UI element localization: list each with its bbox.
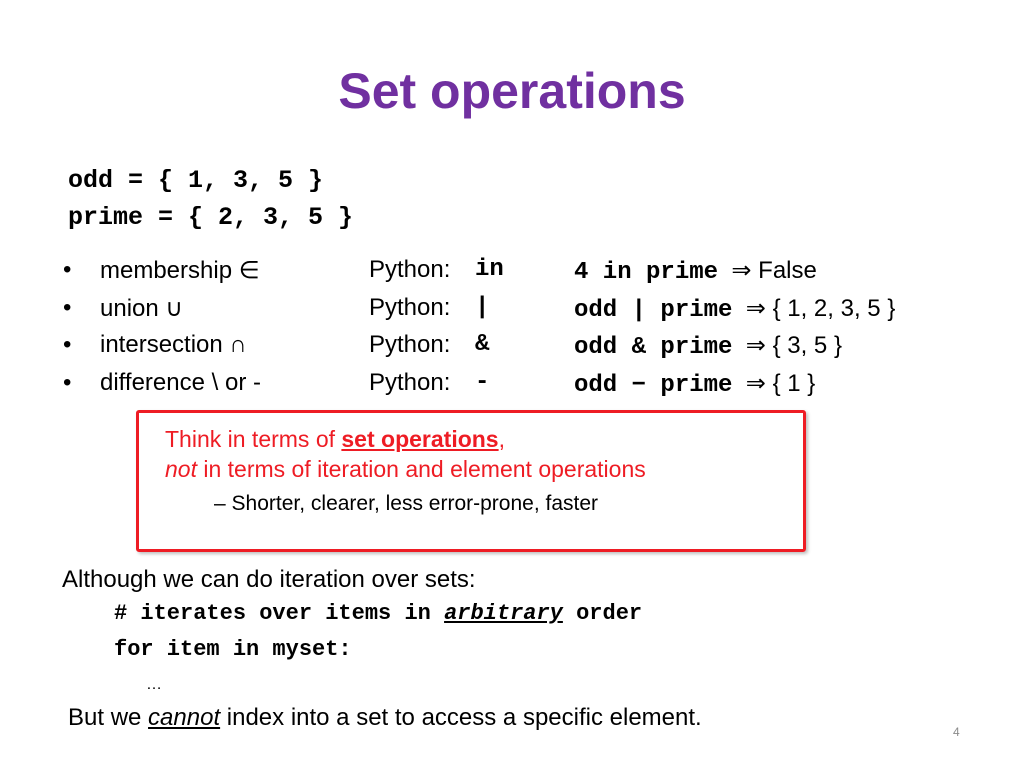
odd-definition: odd = { 1, 3, 5 } [68, 166, 324, 195]
page-number: 4 [953, 725, 960, 739]
example: odd | prime ⇒ { 1, 2, 3, 5 } [574, 294, 895, 324]
operation-name: membership ∈ [100, 257, 260, 284]
implies-icon: ⇒ [731, 257, 752, 284]
callout-subtext: Shorter, clearer, less error-prone, fast… [231, 492, 599, 515]
python-operator: & [475, 331, 490, 358]
example-result: { 1, 2, 3, 5 } [772, 295, 896, 322]
implies-icon: ⇒ [745, 370, 766, 397]
example-result: { 3, 5 } [772, 332, 842, 359]
bullet-marker: • [63, 294, 72, 321]
closing-suffix: index into a set to access a specific el… [220, 704, 702, 731]
example-code: 4 in prime [574, 259, 719, 286]
operation-name: difference \ or - [100, 369, 261, 396]
comment-emphasis: arbitrary [444, 601, 563, 626]
python-label: Python: [369, 256, 451, 283]
callout-prefix: Think in terms of [165, 426, 342, 452]
code-comment: # iterates over items in arbitrary order [114, 601, 642, 626]
iteration-intro: Although we can do iteration over sets: [62, 566, 476, 593]
example-result: { 1 } [772, 370, 816, 397]
closing-prefix: But we [68, 704, 149, 731]
callout-subpoint: – Shorter, clearer, less error-prone, fa… [214, 492, 598, 516]
closing-emphasis: cannot [148, 704, 221, 731]
callout-suffix: , [498, 426, 505, 452]
bullet-marker: • [63, 256, 72, 283]
example-result: False [758, 257, 817, 284]
operation-name: intersection ∩ [100, 331, 247, 358]
callout-rest: in terms of iteration and element operat… [196, 456, 646, 482]
implies-icon: ⇒ [745, 295, 766, 322]
example-code: odd | prime [574, 297, 733, 324]
callout-emphasis: set operations [341, 426, 499, 452]
implies-icon: ⇒ [745, 332, 766, 359]
code-ellipsis: … [146, 676, 162, 693]
example-code: odd − prime [574, 372, 733, 399]
example-code: odd & prime [574, 334, 733, 361]
example: 4 in prime ⇒ False [574, 256, 817, 286]
callout-not: not [165, 456, 197, 482]
python-label: Python: [369, 331, 451, 358]
prime-definition: prime = { 2, 3, 5 } [68, 203, 354, 232]
python-operator: in [475, 256, 504, 283]
example: odd − prime ⇒ { 1 } [574, 369, 815, 399]
slide-title: Set operations [338, 63, 686, 119]
python-operator: | [475, 294, 490, 321]
comment-suffix: order [562, 601, 643, 626]
python-label: Python: [369, 294, 451, 321]
example: odd & prime ⇒ { 3, 5 } [574, 331, 842, 361]
comment-prefix: # iterates over items in [114, 601, 445, 626]
code-for-line: for item in myset: [114, 637, 352, 662]
python-operator: - [475, 369, 490, 396]
python-label: Python: [369, 369, 451, 396]
callout-line-1: Think in terms of set operations, [165, 426, 505, 453]
callout-box [136, 410, 806, 552]
operation-name: union ∪ [100, 295, 183, 322]
bullet-marker: • [63, 369, 72, 396]
bullet-marker: • [63, 331, 72, 358]
closing-statement: But we cannot index into a set to access… [68, 704, 702, 732]
dash-marker: – [214, 492, 226, 515]
callout-line-2: not in terms of iteration and element op… [165, 456, 646, 483]
